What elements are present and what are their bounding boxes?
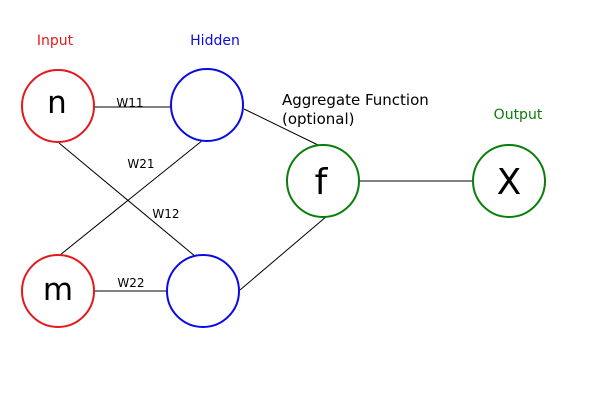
aggregate-node-f-label: f bbox=[315, 162, 329, 203]
edge-n-h2 bbox=[58, 142, 197, 258]
input-heading: Input bbox=[37, 33, 74, 49]
output-heading: Output bbox=[494, 107, 543, 123]
input-node-m-label: m bbox=[43, 272, 73, 308]
hidden-heading: Hidden bbox=[190, 33, 240, 49]
weight-w22-label: W22 bbox=[117, 276, 144, 290]
weight-w21-label: W21 bbox=[127, 157, 154, 171]
input-node-n bbox=[21, 69, 95, 143]
edges bbox=[58, 106, 473, 292]
aggregate-function-label: Aggregate Function bbox=[282, 91, 429, 109]
edge-h2-f bbox=[239, 215, 328, 291]
weight-w12-label: W12 bbox=[152, 207, 179, 221]
output-node-x-label: X bbox=[497, 162, 522, 203]
input-node-n-label: n bbox=[47, 85, 67, 121]
edge-h1-f bbox=[243, 108, 319, 146]
hidden-node-1 bbox=[170, 68, 244, 142]
aggregate-node-f bbox=[286, 144, 360, 218]
hidden-node-2 bbox=[166, 254, 240, 328]
weight-w11-label: W11 bbox=[116, 96, 143, 110]
output-node-x bbox=[472, 144, 546, 218]
input-node-m bbox=[21, 254, 95, 328]
aggregate-optional-label: (optional) bbox=[282, 110, 355, 128]
edge-m-h1 bbox=[59, 139, 204, 256]
